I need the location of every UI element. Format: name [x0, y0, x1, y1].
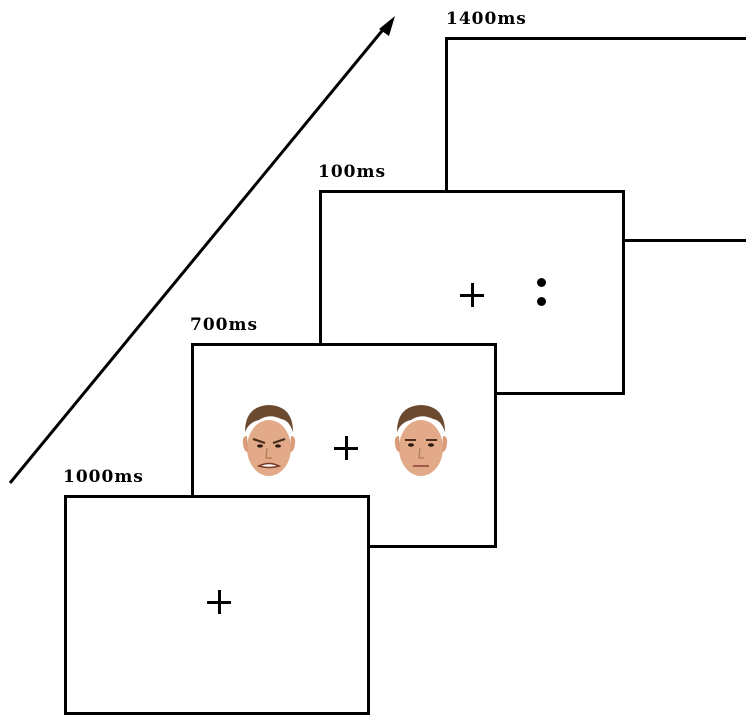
neutral-face-image	[394, 405, 448, 476]
experiment-timeline-diagram: 1400ms 100ms	[8, 9, 746, 715]
fixation-cross	[207, 590, 231, 614]
frame-response-duration: 1400ms	[446, 9, 527, 29]
frame-cue-duration: 700ms	[190, 315, 259, 335]
frame-iti-duration: 1000ms	[63, 467, 144, 487]
angry-face-image	[242, 405, 296, 476]
fixation-cross	[334, 436, 358, 460]
frame-iti	[64, 495, 370, 715]
fixation-cross	[460, 283, 484, 307]
time-arrow	[8, 16, 395, 484]
frame-target-duration: 100ms	[318, 162, 387, 182]
target-dots	[537, 278, 547, 308]
